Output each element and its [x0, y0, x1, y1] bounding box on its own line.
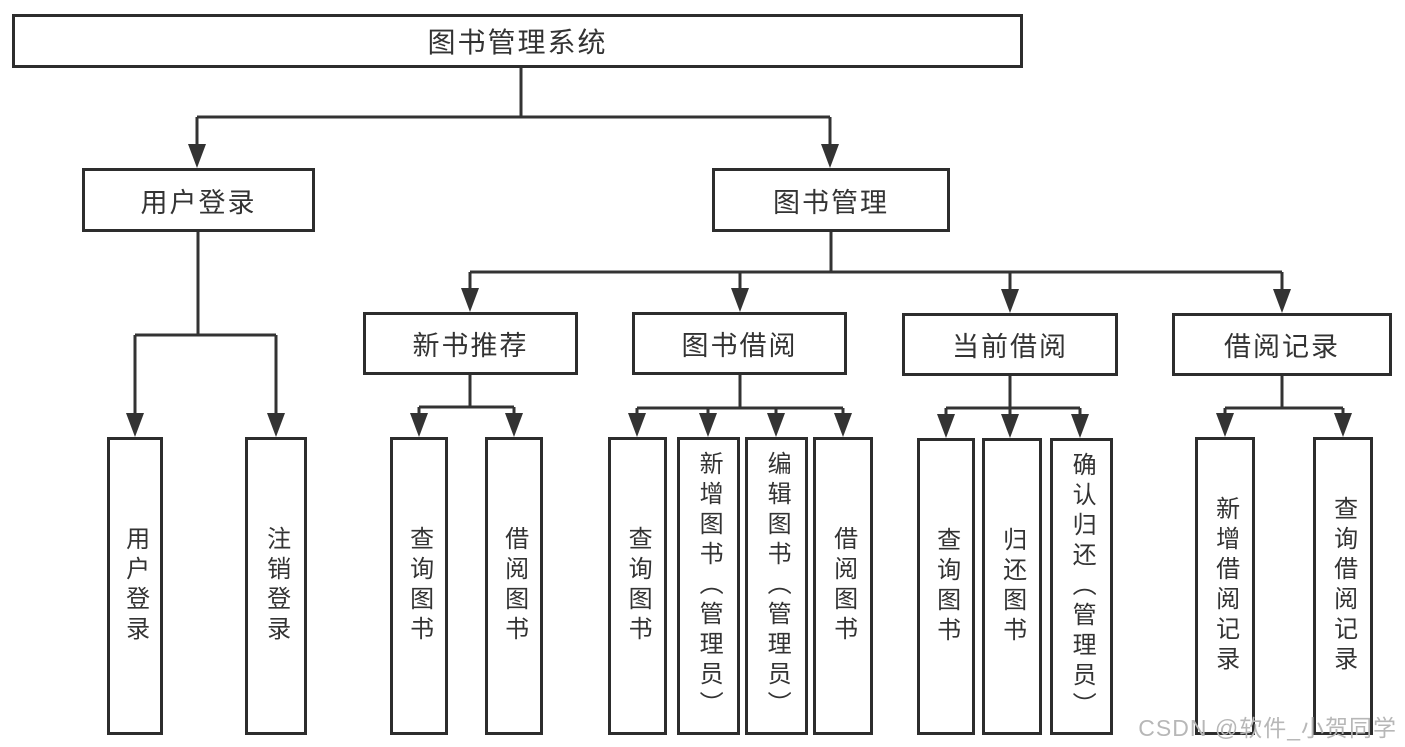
arrowhead-icon — [267, 413, 285, 437]
arrowhead-icon — [628, 413, 646, 437]
leaf-user-login: 用户登录 — [107, 437, 163, 735]
leaf-label: 借阅图书 — [829, 526, 857, 646]
leaf-edit-book-admin: 编辑图书（管理员） — [745, 437, 808, 735]
leaf-borrow-book: 借阅图书 — [813, 437, 873, 735]
arrowhead-icon — [1001, 414, 1019, 438]
leaf-return-book: 归还图书 — [982, 438, 1042, 735]
arrowhead-icon — [1071, 414, 1089, 438]
leaf-label: 新增图书（管理员） — [695, 451, 723, 721]
arrowhead-icon — [505, 413, 523, 437]
leaf-label: 查询图书 — [405, 526, 433, 646]
leaf-query-borrow-record: 查询借阅记录 — [1313, 437, 1373, 735]
arrowhead-icon — [1334, 413, 1352, 437]
leaf-logout: 注销登录 — [245, 437, 307, 735]
leaf-query-book: 查询图书 — [608, 437, 667, 735]
node-new-book-recommendation: 新书推荐 — [363, 312, 578, 375]
arrowhead-icon — [1001, 289, 1019, 313]
watermark: CSDN @软件_小贺同学 — [1138, 715, 1397, 741]
arrowhead-icon — [410, 413, 428, 437]
arrowhead-icon — [188, 144, 206, 168]
leaf-label: 查询图书 — [624, 526, 652, 646]
leaf-confirm-return-admin: 确认归还（管理员） — [1050, 438, 1113, 735]
node-current-borrowing: 当前借阅 — [902, 313, 1118, 376]
node-book-borrowing: 图书借阅 — [632, 312, 847, 375]
leaf-label: 查询借阅记录 — [1329, 496, 1357, 676]
node-user-login: 用户登录 — [82, 168, 315, 232]
arrowhead-icon — [731, 288, 749, 312]
leaf-query-book: 查询图书 — [917, 438, 975, 735]
leaf-label: 确认归还（管理员） — [1068, 451, 1096, 722]
node-book-management: 图书管理 — [712, 168, 950, 232]
leaf-label: 查询图书 — [932, 526, 960, 647]
leaf-label: 借阅图书 — [500, 526, 528, 646]
leaf-label: 用户登录 — [121, 526, 149, 646]
node-borrowing-records: 借阅记录 — [1172, 313, 1392, 376]
leaf-label: 归还图书 — [998, 526, 1026, 647]
leaf-label: 注销登录 — [262, 526, 290, 646]
arrowhead-icon — [1216, 413, 1234, 437]
leaf-add-book-admin: 新增图书（管理员） — [677, 437, 740, 735]
leaf-borrow-book: 借阅图书 — [485, 437, 543, 735]
arrowhead-icon — [834, 413, 852, 437]
arrowhead-icon — [461, 288, 479, 312]
leaf-query-book: 查询图书 — [390, 437, 448, 735]
arrowhead-icon — [126, 413, 144, 437]
arrowhead-icon — [767, 413, 785, 437]
leaf-add-borrow-record: 新增借阅记录 — [1195, 437, 1255, 735]
arrowhead-icon — [699, 413, 717, 437]
leaf-label: 编辑图书（管理员） — [763, 451, 791, 721]
arrowhead-icon — [1273, 289, 1291, 313]
arrowhead-icon — [937, 414, 955, 438]
leaf-label: 新增借阅记录 — [1211, 496, 1239, 676]
arrowhead-icon — [821, 144, 839, 168]
node-library-system: 图书管理系统 — [12, 14, 1023, 68]
